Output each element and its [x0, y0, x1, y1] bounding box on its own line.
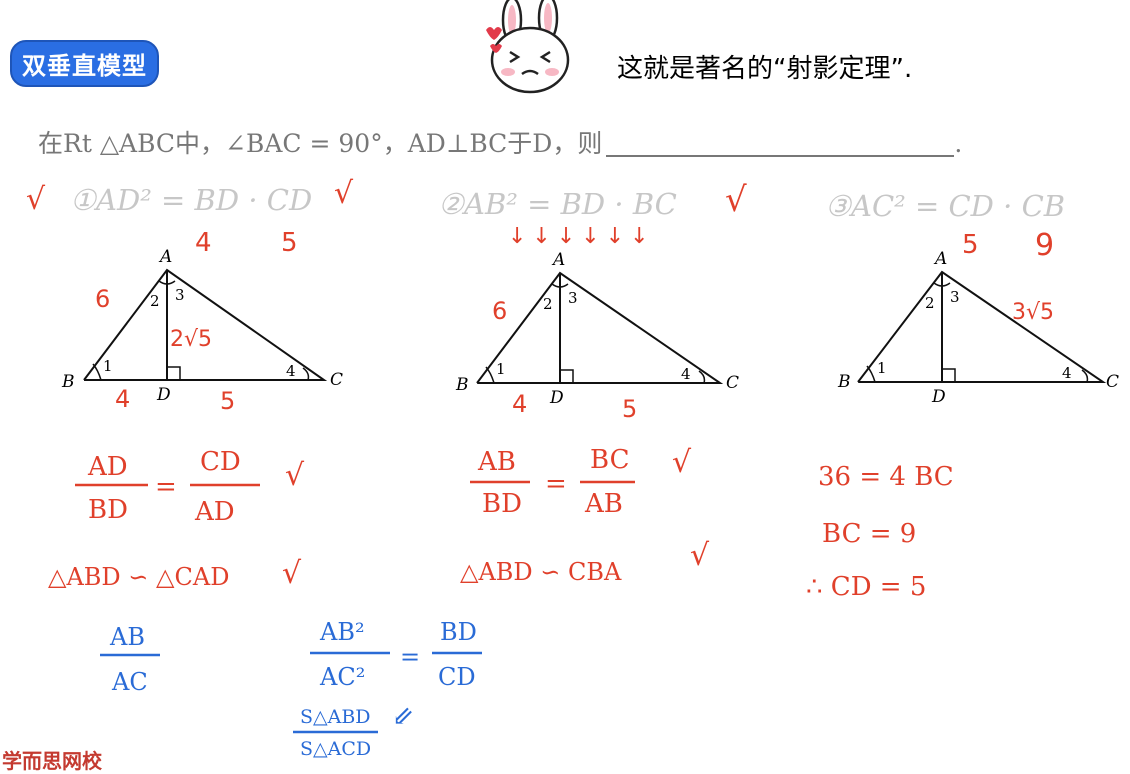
check-mark: √ — [690, 538, 710, 573]
blue-frac-num: AB² — [319, 618, 365, 646]
eq-line-3: ∴ CD = 5 — [806, 572, 926, 602]
blue-frac-num: BD — [440, 618, 477, 646]
theorem-caption: 这就是著名的“射影定理”. — [617, 54, 913, 84]
formula-3: ③AC² = CD · CB — [825, 189, 1066, 223]
triangle-3: A B C D 1 2 3 4 — [837, 249, 1119, 407]
label-b: B — [455, 375, 469, 395]
watermark-logo: 学而思网校 — [2, 749, 102, 773]
frac-num: AB — [477, 447, 516, 477]
annot-ab-length: 6 — [492, 297, 508, 325]
check-mark: √ — [334, 176, 354, 211]
annot-dc-length: 5 — [220, 387, 236, 415]
problem-period: . — [954, 129, 963, 158]
check-mark: √ — [725, 180, 747, 220]
triangle-diagrams: A B C D 1 2 3 4 A B C D 1 2 3 4 A B C D … — [61, 247, 1119, 408]
annot-bd-value: 4 — [195, 228, 212, 258]
frac-den: BD — [88, 495, 128, 525]
angle-1-label: 1 — [877, 359, 887, 377]
label-b: B — [837, 372, 851, 392]
check-mark: √ — [672, 445, 692, 480]
label-c: C — [1106, 372, 1119, 392]
problem-text: 在Rt △ABC中，∠BAC = 90°，AD⊥BC于D，则 — [38, 129, 603, 158]
frac-den: AB — [584, 489, 623, 519]
label-d: D — [156, 385, 171, 405]
check-mark: √ — [282, 556, 302, 591]
annot-ad-length: 2√5 — [170, 327, 213, 352]
annot-ab-length: 6 — [95, 285, 111, 313]
blue-frac-den: AC — [111, 668, 148, 696]
angle-3-label: 3 — [175, 286, 185, 304]
check-mark: √ — [26, 182, 46, 217]
angle-2-label: 2 — [150, 292, 160, 310]
annot-cd-value: 5 — [281, 228, 298, 258]
label-c: C — [726, 373, 739, 393]
title-badge: 双垂直模型 — [10, 40, 159, 87]
angle-1-label: 1 — [103, 357, 113, 375]
triangle-2: A B C D 1 2 3 4 — [455, 250, 739, 408]
equals-sign: = — [400, 643, 420, 671]
label-a: A — [551, 250, 565, 270]
angle-2-label: 2 — [925, 294, 935, 312]
label-a: A — [158, 247, 172, 267]
annot-ac-length: 3√5 — [1012, 300, 1055, 325]
label-d: D — [931, 387, 946, 407]
frac-num: AD — [87, 452, 128, 482]
angle-4-label: 4 — [1062, 364, 1072, 382]
down-arrows: ↓↓↓↓↓↓ — [508, 224, 655, 249]
triangle-1: A B C D 1 2 3 4 — [61, 247, 343, 405]
blue-frac-den: AC² — [319, 663, 365, 691]
equals-sign: = — [545, 469, 567, 499]
bunny-illustration — [486, 0, 570, 94]
check-mark: √ — [285, 458, 305, 493]
problem-statement: 在Rt △ABC中，∠BAC = 90°，AD⊥BC于D，则. — [38, 124, 962, 160]
label-a: A — [933, 249, 947, 269]
annot-bd-length: 4 — [512, 390, 528, 418]
angle-1-label: 1 — [496, 360, 506, 378]
annot-cb-value: 9 — [1035, 228, 1055, 263]
area-ratio-den: S△ACD — [300, 738, 371, 760]
blue-frac-num: AB — [109, 623, 145, 651]
frac-num: CD — [200, 447, 241, 477]
frac-den: AD — [194, 497, 235, 527]
similar-triangles-2: △ABD ∽ CBA — [460, 558, 622, 586]
angle-3-label: 3 — [568, 289, 578, 307]
frac-den: BD — [482, 489, 522, 519]
angle-3-label: 3 — [950, 288, 960, 306]
label-b: B — [61, 372, 75, 392]
blue-frac-den: CD — [438, 663, 476, 691]
equals-sign: = — [155, 472, 177, 502]
formula-2: ②AB² = BD · BC — [438, 187, 677, 221]
eq-line-1: 36 = 4 BC — [818, 462, 954, 492]
handwritten-work: AD BD = CD AD √ △ABD ∽ △CAD √ AB BD = BC… — [48, 445, 954, 760]
arrow-icon: ⇙ — [392, 702, 414, 732]
formula-1: ①AD² = BD · CD — [70, 183, 313, 217]
frac-num: BC — [590, 445, 629, 475]
label-c: C — [330, 370, 343, 390]
eq-line-2: BC = 9 — [822, 519, 916, 549]
angle-2-label: 2 — [543, 295, 553, 313]
angle-4-label: 4 — [286, 362, 296, 380]
annot-dc-length: 5 — [622, 395, 638, 423]
annot-bd-length: 4 — [115, 385, 131, 413]
angle-4-label: 4 — [681, 365, 691, 383]
area-ratio-num: S△ABD — [300, 706, 371, 728]
similar-triangles-1: △ABD ∽ △CAD — [48, 563, 229, 591]
annot-cd-value: 5 — [962, 230, 979, 260]
label-d: D — [549, 388, 564, 408]
answer-blank — [606, 135, 955, 157]
